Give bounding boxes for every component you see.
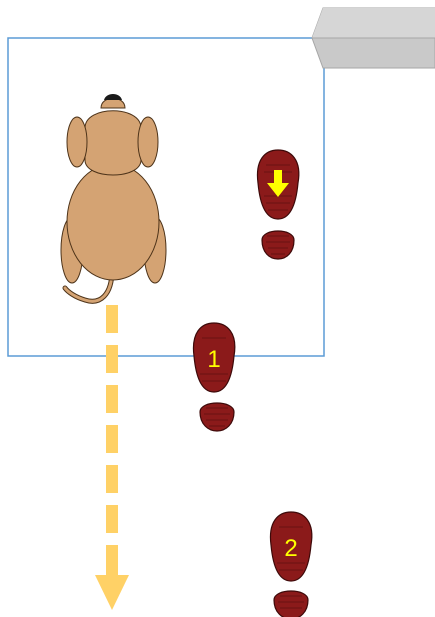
dog-top-view-icon: [61, 94, 166, 301]
footprint-label: 2: [284, 535, 297, 562]
shoe-print-icon: [193, 323, 234, 431]
shoe-print-icon: [270, 512, 311, 617]
shoe-print-icon: [257, 150, 298, 259]
dog-nose: [104, 94, 122, 100]
grey-box-icon: [312, 8, 435, 68]
footprint-step-1: 1: [193, 323, 234, 431]
footprint-start: [257, 150, 298, 259]
footprint-label: 1: [207, 346, 220, 373]
footprint-step-2: 2: [270, 512, 311, 617]
dashed-down-arrow-icon: [95, 305, 129, 610]
